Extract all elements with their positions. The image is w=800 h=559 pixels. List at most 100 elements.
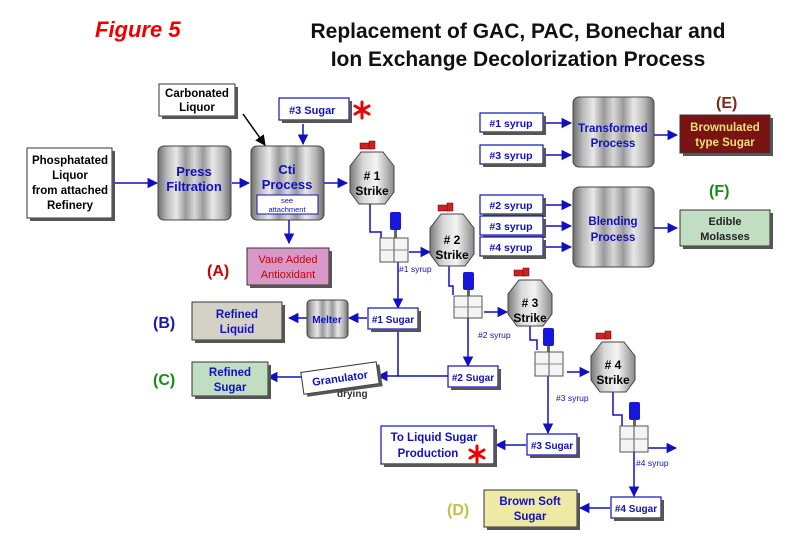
transformed-process-unit: Transformed Process xyxy=(572,96,655,168)
product-b-line: Refined xyxy=(216,309,258,321)
sugar3-label: #3 Sugar xyxy=(531,441,573,452)
product-e-line: type Sugar xyxy=(695,137,755,149)
sugar3-input-label: #3 Sugar xyxy=(289,105,336,117)
transformed-label: Process xyxy=(591,138,636,150)
blending-process-unit: Blending Process xyxy=(572,186,655,268)
carbonated-line: Liquor xyxy=(179,102,215,114)
carbonated-line: Carbonated xyxy=(165,88,229,100)
product-f-line: Edible xyxy=(708,216,741,228)
carbonated-liquor-box: Carbonated Liquor xyxy=(158,83,238,119)
sugar2-label: #2 Sugar xyxy=(452,373,494,384)
title-line-2: Ion Exchange Decolorization Process xyxy=(331,48,706,71)
sugar4-label: #4 Sugar xyxy=(615,504,657,515)
liquid-sugar-line: To Liquid Sugar xyxy=(391,432,478,444)
product-a-line: Vaue Added xyxy=(258,254,317,266)
cti-note: attachment xyxy=(268,205,306,214)
strike-2-tank: # 2 Strike xyxy=(429,202,475,267)
strike-1-tank: # 1 Strike xyxy=(349,140,395,205)
sugar3-input-box: #3 Sugar xyxy=(278,97,352,123)
blending-label: Process xyxy=(591,232,636,244)
product-b-line: Liquid xyxy=(220,324,255,336)
product-d-line: Sugar xyxy=(514,511,547,523)
connectors xyxy=(113,117,679,514)
transformed-label: Transformed xyxy=(578,123,648,135)
phosphatated-line: Refinery xyxy=(47,200,94,212)
strike-2-syrup: #2 syrup xyxy=(478,330,511,340)
press-label: Filtration xyxy=(166,179,222,194)
blending-label: Blending xyxy=(588,216,637,228)
phosphatated-liquor-box: Phosphatated Liquor from attached Refine… xyxy=(26,147,115,221)
sugar3-box: #3 Sugar xyxy=(526,433,580,458)
f-syrup3-box: #3 syrup xyxy=(479,215,546,238)
product-a-letter: (A) xyxy=(207,263,229,280)
strike-3-tank: # 3 Strike xyxy=(507,267,553,327)
drying-label: drying xyxy=(337,389,368,400)
product-b-box: Refined Liquid xyxy=(191,301,285,343)
product-f-box: Edible Molasses xyxy=(679,209,773,249)
centrifuge-1 xyxy=(379,212,409,263)
f-syrup2-box: #2 syrup xyxy=(479,194,546,217)
strike-3-syrup: #3 syrup xyxy=(556,393,589,403)
cti-process-unit: Cti Process see attachment xyxy=(250,145,325,221)
cti-note: see xyxy=(281,196,293,205)
melter-unit: Melter xyxy=(306,299,349,339)
strike-number: # 1 xyxy=(364,169,381,183)
e-syrup1-label: #1 syrup xyxy=(489,118,532,130)
f-syrup4-box: #4 syrup xyxy=(479,236,546,259)
e-syrup1-box: #1 syrup xyxy=(479,112,546,135)
strike-label: Strike xyxy=(596,373,630,387)
product-c-line: Sugar xyxy=(214,382,247,394)
product-f-line: Molasses xyxy=(700,231,750,243)
phosphatated-line: from attached xyxy=(32,185,108,197)
e-syrup3-label: #3 syrup xyxy=(489,150,532,162)
product-c-line: Refined xyxy=(209,367,251,379)
strike-label: Strike xyxy=(435,248,469,262)
f-syrup2-label: #2 syrup xyxy=(489,200,532,212)
sugar4-box: #4 Sugar xyxy=(610,496,664,521)
f-syrup3-label: #3 syrup xyxy=(489,221,532,233)
strike-number: # 3 xyxy=(522,296,539,310)
product-c-box: Refined Sugar xyxy=(191,361,271,399)
product-a-line: Antioxidant xyxy=(261,269,315,281)
phosphatated-line: Phosphatated xyxy=(32,155,108,167)
product-d-letter: (D) xyxy=(447,502,469,519)
asterisk-icon xyxy=(468,444,486,464)
phosphatated-line: Liquor xyxy=(52,170,88,182)
product-a-box: Vaue Added Antioxidant xyxy=(246,247,332,288)
carbonated-arrow xyxy=(242,113,266,146)
product-f-letter: (F) xyxy=(709,183,729,200)
melter-label: Melter xyxy=(312,315,342,326)
granulator-unit: Granulator xyxy=(300,361,383,397)
product-c-letter: (C) xyxy=(153,372,175,389)
f-syrup4-label: #4 syrup xyxy=(489,242,532,254)
figure-label: Figure 5 xyxy=(95,17,181,42)
product-b-letter: (B) xyxy=(153,315,175,332)
product-d-line: Brown Soft xyxy=(499,496,560,508)
product-d-box: Brown Soft Sugar xyxy=(483,489,580,530)
strike-4-tank: # 4 Strike xyxy=(590,330,636,393)
liquid-sugar-box: To Liquid Sugar Production xyxy=(380,425,497,467)
product-e-letter: (E) xyxy=(716,95,737,112)
title-line-1: Replacement of GAC, PAC, Bonechar and xyxy=(310,20,725,43)
liquid-sugar-line: Production xyxy=(398,448,459,460)
press-label: Press xyxy=(176,164,211,179)
sugar2-box: #2 Sugar xyxy=(447,365,501,390)
strike-4-syrup: #4 syrup xyxy=(636,458,669,468)
product-e-box: Brownulated type Sugar xyxy=(679,114,773,156)
e-syrup3-box: #3 syrup xyxy=(479,144,546,167)
centrifuge-4 xyxy=(619,402,649,453)
strike-label: Strike xyxy=(355,184,389,198)
strike-number: # 4 xyxy=(605,358,622,372)
sugar1-label: #1 Sugar xyxy=(372,315,414,326)
cti-label: Cti xyxy=(278,162,295,177)
cti-label: Process xyxy=(262,177,313,192)
press-filtration-unit: Press Filtration xyxy=(157,145,232,221)
centrifuge-2 xyxy=(453,272,483,319)
sugar1-box: #1 Sugar xyxy=(367,307,421,332)
asterisk-icon xyxy=(353,100,371,120)
strike-label: Strike xyxy=(513,311,547,325)
centrifuge-3 xyxy=(534,328,564,377)
strike-number: # 2 xyxy=(444,233,461,247)
product-e-line: Brownulated xyxy=(690,122,760,134)
